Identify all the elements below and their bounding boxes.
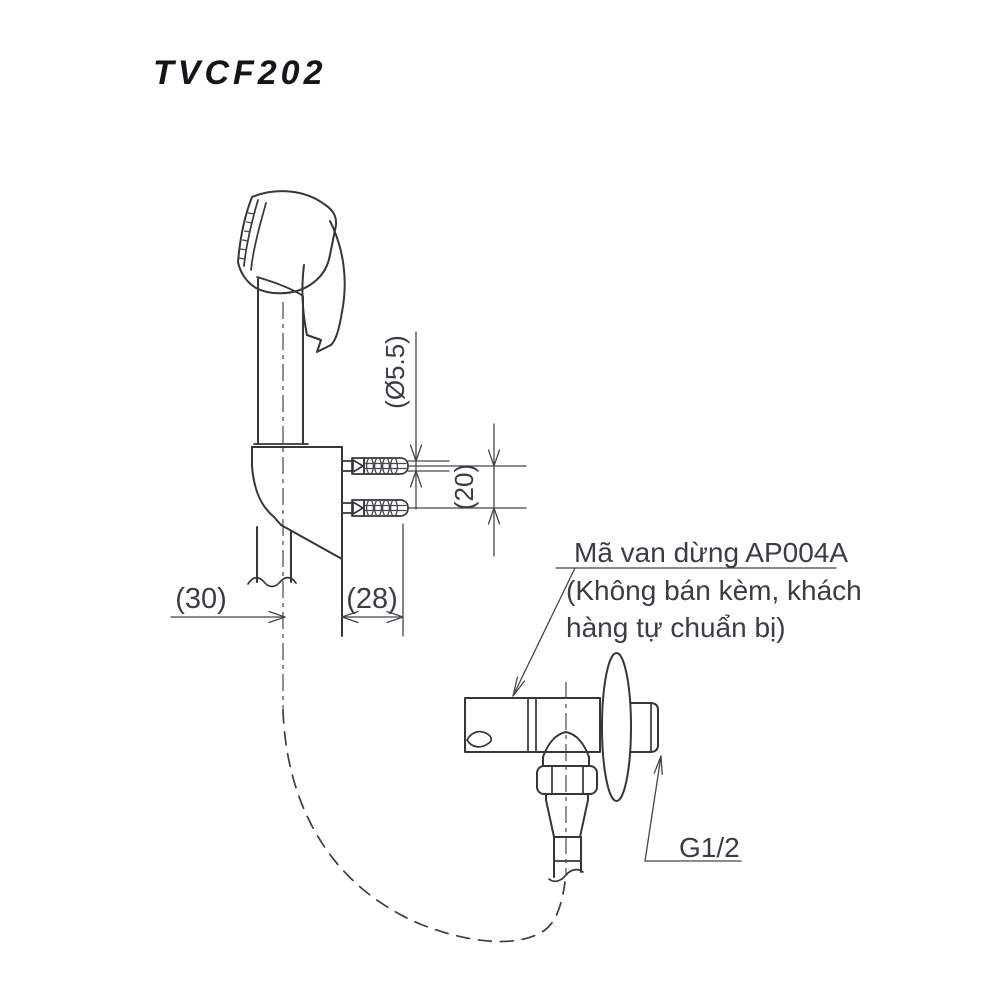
spray-face-band-line [243, 199, 259, 267]
arrowhead [386, 610, 404, 624]
arrowhead [487, 507, 501, 525]
valve-body [464, 697, 601, 753]
dimension-screw-diameter: (Ø5.5) [380, 331, 450, 510]
arrowhead [653, 755, 663, 776]
dim-label-screw-diameter: (Ø5.5) [380, 335, 410, 409]
thread-leader-line [644, 755, 662, 862]
arrowhead [268, 610, 286, 624]
bracket-drawing [247, 446, 343, 637]
sprayer-handle [253, 278, 309, 445]
product-code-title: TVCF202 [153, 54, 327, 92]
spray-face-panel-line [250, 202, 267, 271]
bracket-bottom-diagonal [280, 524, 343, 560]
dimension-anchor-depth: (28) [341, 523, 404, 637]
dimension-screw-pitch: (20) [408, 423, 527, 557]
thread-size-label: G1/2 [679, 832, 740, 863]
dimension-offset: (30) [170, 583, 286, 624]
arrowhead [512, 676, 526, 697]
valve-hex-nut [536, 765, 598, 795]
screw-anchor-bottom [341, 499, 409, 517]
note-annotation: Mã van dừng AP004A (Không bán kèm, khách… [512, 537, 862, 697]
bracket-left-edge [251, 446, 282, 526]
note-line-1: Mã van dừng AP004A [574, 537, 848, 568]
threaded-inlet-stub [630, 702, 659, 753]
note-leader-line [512, 567, 576, 697]
valve-taper [545, 793, 589, 838]
hose-dashed-curve [282, 709, 566, 943]
arrowhead [341, 610, 359, 624]
sprayer-shoulder-line [256, 276, 304, 297]
wall-flange-ellipse [601, 652, 632, 802]
arrowhead [487, 449, 501, 467]
hose-connector-stub [247, 526, 297, 588]
spray-nozzle-ticks [238, 212, 255, 260]
note-line-2: (Không bán kèm, khách [566, 575, 862, 606]
sprayer-head-outline [237, 190, 338, 295]
arrowhead [409, 444, 423, 462]
screw-anchors [341, 457, 409, 517]
break-line-wavy [247, 576, 297, 588]
dim-label-offset: (30) [175, 583, 227, 615]
valve-knob-slot [466, 730, 493, 748]
valve-drawing [464, 652, 659, 883]
note-line-3: hàng tự chuẩn bị) [566, 612, 786, 643]
dim-label-screw-pitch: (20) [449, 464, 479, 510]
sprayer-drawing [237, 190, 346, 710]
thread-annotation: G1/2 [644, 755, 742, 863]
arrowhead [409, 470, 423, 488]
screw-anchor-top [341, 457, 409, 475]
valve-branch-dome [542, 731, 590, 758]
dim-label-anchor-depth: (28) [346, 583, 398, 615]
